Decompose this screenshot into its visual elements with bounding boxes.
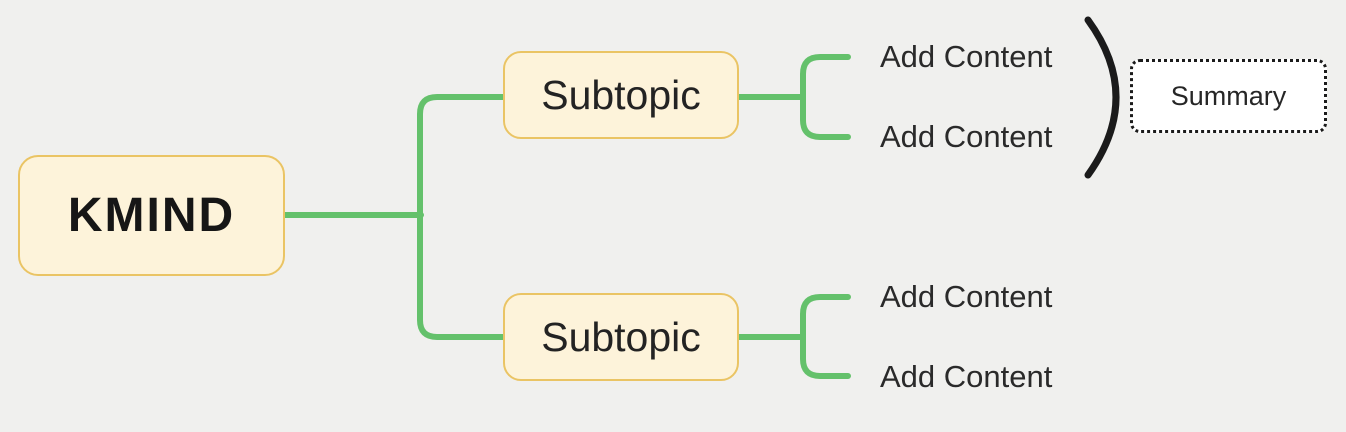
summary-node[interactable]: Summary — [1130, 59, 1327, 133]
summary-bracket — [1084, 16, 1120, 179]
child-node-placeholder-1[interactable]: Add Content — [880, 39, 1053, 75]
branch1-fork-line — [736, 54, 851, 140]
subtopic-node-1[interactable]: Subtopic — [503, 51, 739, 139]
child-node-placeholder-3[interactable]: Add Content — [880, 279, 1053, 315]
summary-label: Summary — [1170, 80, 1287, 111]
subtopic-2-label: Subtopic — [541, 313, 701, 360]
subtopic-1-label: Subtopic — [541, 71, 701, 118]
root-topic-label: KMIND — [67, 189, 236, 242]
child-node-placeholder-2[interactable]: Add Content — [880, 119, 1053, 155]
branch2-fork-line — [736, 294, 851, 379]
child-node-placeholder-4[interactable]: Add Content — [880, 359, 1053, 395]
root-topic-node[interactable]: KMIND — [18, 155, 285, 276]
subtopic-node-2[interactable]: Subtopic — [503, 293, 739, 381]
trunk-connector-line — [417, 94, 506, 340]
